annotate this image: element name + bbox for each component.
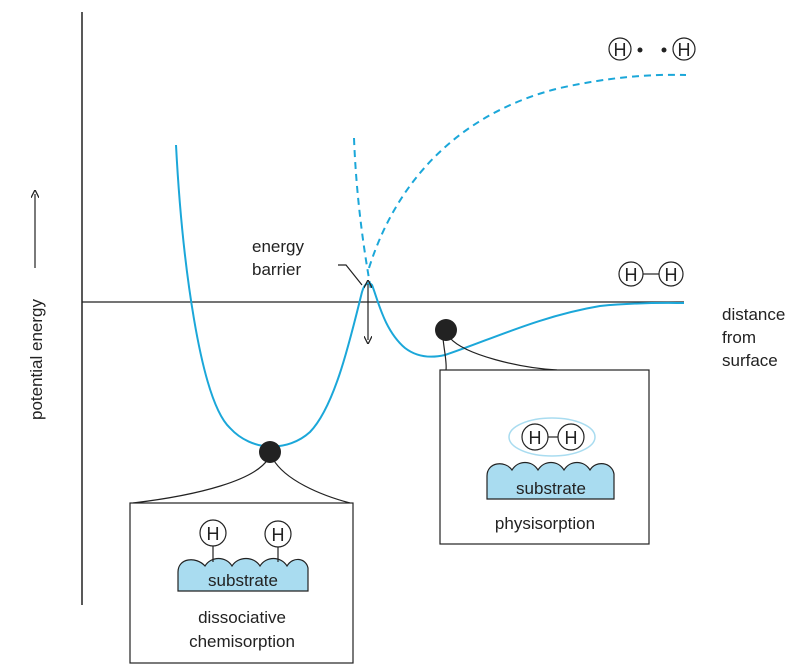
svg-text:H: H	[565, 428, 578, 448]
x-axis-label-line-2: from	[722, 328, 756, 347]
y-axis-label: potential energy	[27, 299, 46, 420]
svg-text:H: H	[272, 525, 285, 545]
chemisorption-minimum-dot	[259, 441, 281, 463]
chemisorbed-h-atom-right	[264, 520, 292, 548]
svg-text:H: H	[207, 524, 220, 544]
separated-h-atoms: H H	[608, 37, 696, 61]
chemisorption-caption-line-1: dissociative	[198, 608, 286, 627]
x-axis-label-line-3: surface	[722, 351, 778, 370]
chemisorption-repulsive-dashed	[353, 137, 372, 291]
energy-barrier-label-line-1: energy	[252, 237, 304, 256]
physisorption-substrate-label: substrate	[516, 479, 586, 498]
chemisorption-callout-right	[272, 458, 351, 504]
svg-text:H: H	[614, 40, 627, 60]
physisorption-substrate	[486, 461, 615, 500]
h2-molecule: H H	[618, 261, 684, 287]
physisorbed-h-atom-right	[557, 423, 585, 451]
dissociation-curve-dashed	[368, 73, 687, 269]
chemisorption-caption-line-2: chemisorption	[189, 632, 295, 651]
chemisorbed-h-atom-left	[199, 519, 227, 547]
physisorption-box: H H substrate physisorption	[439, 369, 650, 545]
energy-barrier-leader	[338, 264, 363, 286]
svg-text:H: H	[678, 40, 691, 60]
physisorption-callout-left	[442, 337, 447, 371]
x-axis-label-line-1: distance	[722, 305, 785, 324]
energy-barrier-label-line-2: barrier	[252, 260, 301, 279]
chemisorption-substrate-label: substrate	[208, 571, 278, 590]
svg-text:H: H	[665, 265, 678, 285]
chemisorption-box: substrate H H dissociative chemisorption	[129, 502, 354, 664]
electron-cloud	[508, 417, 596, 457]
chemisorption-substrate	[177, 557, 309, 592]
physisorption-minimum-dot	[435, 319, 457, 341]
physisorption-callout-right	[449, 337, 558, 371]
svg-text:H: H	[625, 265, 638, 285]
svg-text:H: H	[529, 428, 542, 448]
physisorption-caption: physisorption	[495, 514, 595, 533]
chemisorption-callout-left	[132, 458, 269, 504]
